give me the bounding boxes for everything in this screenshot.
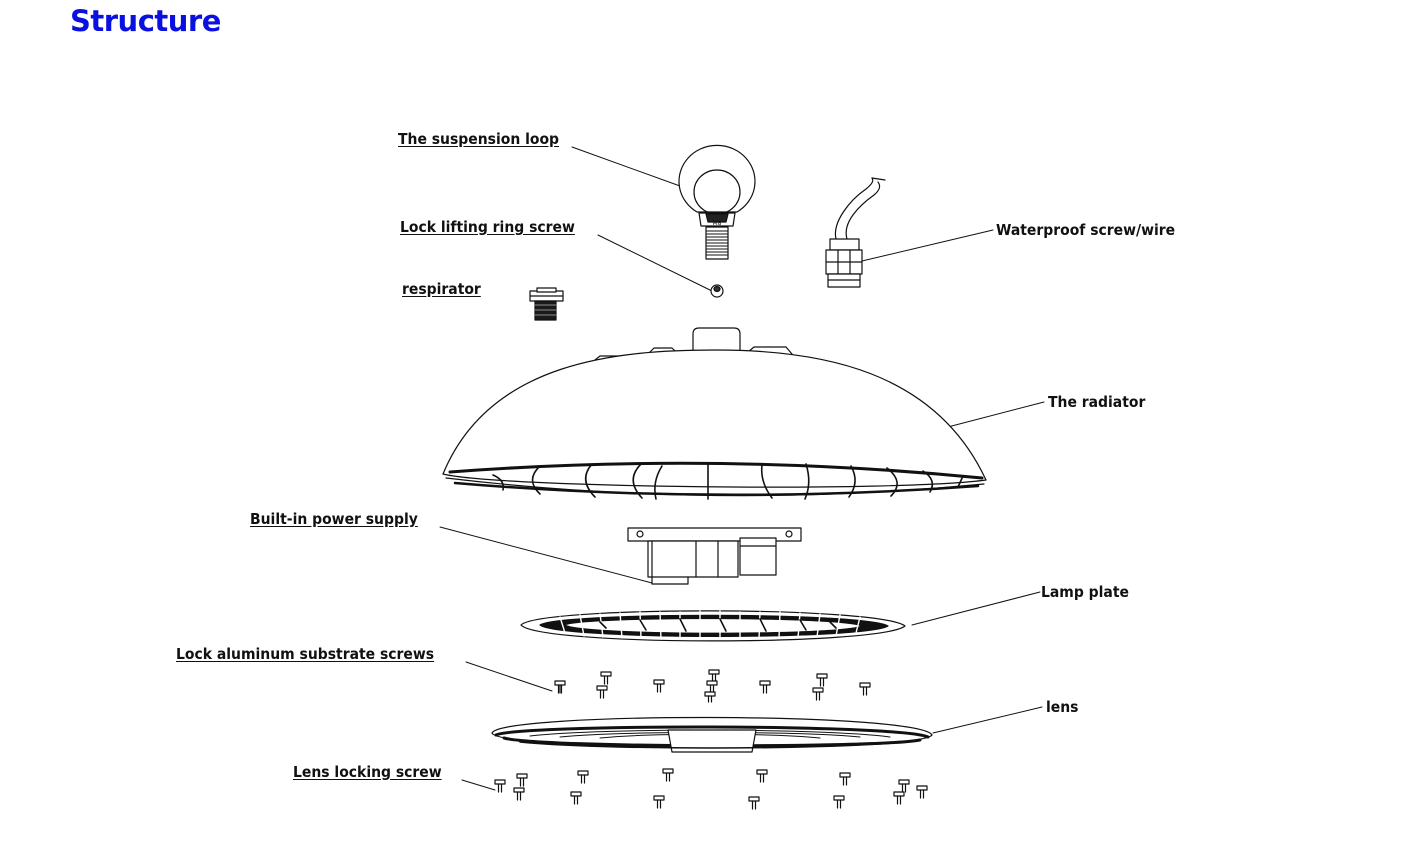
label-the-radiator: The radiator xyxy=(1048,393,1146,411)
radiator xyxy=(442,327,987,500)
label-lens: lens xyxy=(1046,698,1079,716)
label-waterproof-screw-wire: Waterproof screw/wire xyxy=(996,221,1176,239)
label-built-in-power-supply: Built-in power supply xyxy=(250,510,418,528)
lamp-plate xyxy=(520,610,906,642)
power-supply xyxy=(627,527,802,585)
respirator xyxy=(529,287,564,321)
label-respirator: respirator xyxy=(402,280,481,298)
label-lock-lifting-ring-screw: Lock lifting ring screw xyxy=(400,218,575,236)
label-lock-aluminum-substrate-screws: Lock aluminum substrate screws xyxy=(176,645,435,663)
lock-ring-screw xyxy=(710,284,724,298)
page-title: Structure xyxy=(70,4,221,38)
leader-lines xyxy=(439,146,1045,791)
lens-locking-screws xyxy=(494,768,928,810)
suspension-loop: M8 xyxy=(678,144,756,260)
lens xyxy=(491,716,933,753)
waterproof-screw-wire xyxy=(825,177,886,288)
svg-text:M8: M8 xyxy=(713,220,722,227)
radiator-fins xyxy=(492,463,964,500)
substrate-screws xyxy=(554,669,871,703)
label-lens-locking-screw: Lens locking screw xyxy=(293,763,442,781)
label-lamp-plate: Lamp plate xyxy=(1041,583,1129,601)
label-suspension-loop: The suspension loop xyxy=(398,130,560,148)
